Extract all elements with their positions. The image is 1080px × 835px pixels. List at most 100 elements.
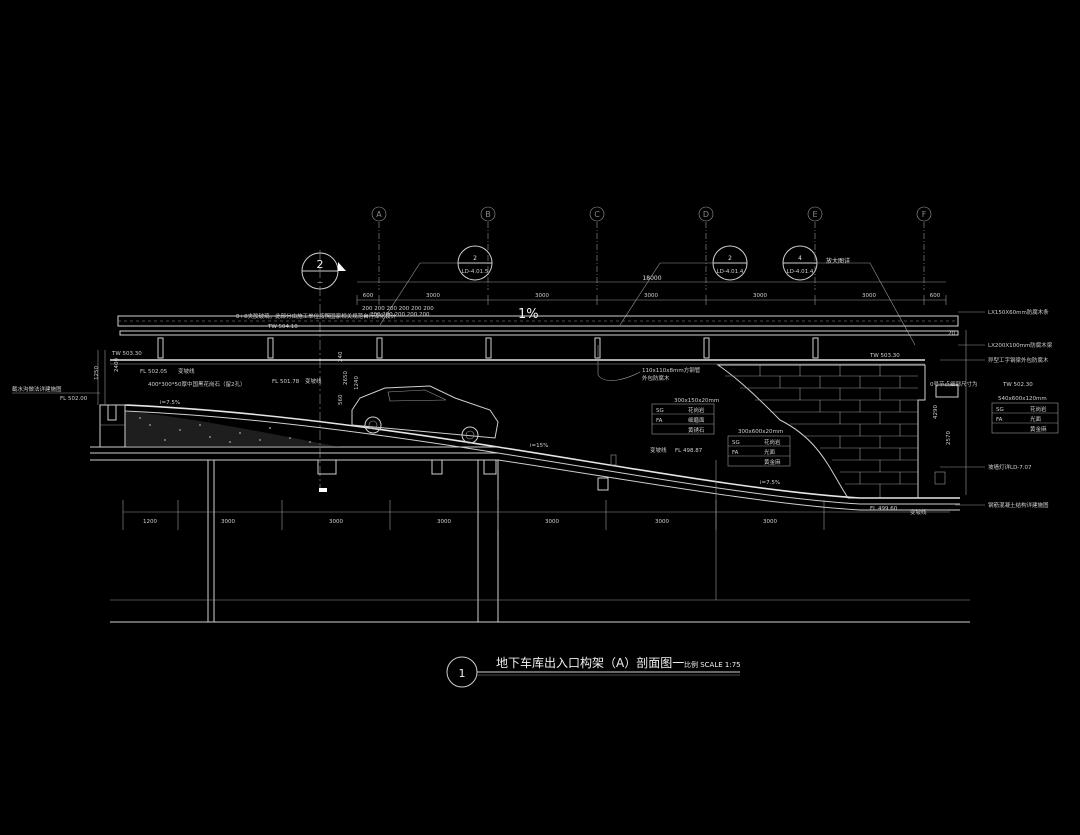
small-dims-2: 200 200 200 200 200 — [370, 312, 430, 318]
axis-C: C — [589, 206, 605, 290]
dim-seg-2: 3000 — [535, 293, 549, 299]
spec-1-r2c1: 黄锈石 — [688, 426, 705, 434]
section-mark: 2 — — [301, 250, 346, 490]
title-block: 1 地下车库出入口构架（A）剖面图一 比例 SCALE 1:75 — [446, 655, 741, 688]
spec-3-r1c1: 光面 — [1030, 415, 1042, 423]
axis-label-f: F — [922, 210, 927, 219]
level-tw-right: TW 503.30 — [869, 353, 900, 359]
spec-2-r1c0: FA — [732, 450, 739, 456]
callouts: 2 LD-4.01.5 2 LD-4.01.4 4 LD-4.01.4 放大图详 — [379, 245, 916, 346]
ramp: i=7.5% i=15% i=7.5% — [90, 400, 960, 511]
dim-seg-3: 3000 — [644, 293, 658, 299]
bdim-3: 3000 — [437, 519, 451, 525]
vdim-2650: 2650 — [343, 371, 349, 385]
right-label-2: 异型工字钢梁外包防腐木 — [988, 356, 1049, 364]
small-dims-1: 200 200 200 200 200 200 — [362, 306, 434, 312]
level-fl-4987: FL 498.87 — [675, 448, 703, 454]
drain-note: 截水沟做法详建施图 — [12, 385, 62, 393]
spec-2-r0c1: 花岗岩 — [764, 438, 781, 446]
level-tw-far: TW 502.30 — [1002, 382, 1033, 388]
slope-1: i=7.5% — [160, 400, 180, 406]
bottom-dimensions: 1200 3000 3000 3000 3000 3000 3000 — [122, 500, 950, 530]
substructure — [110, 454, 970, 623]
level-fl-4996: FL 499.60 — [870, 506, 898, 512]
section-mark-number: 2 — [317, 258, 324, 271]
right-label-3: 坡墙灯详LD-7.07 — [988, 463, 1032, 471]
spec-1-r1c1: 细磨面 — [688, 416, 705, 424]
spec-1-r1c0: FA — [656, 418, 663, 424]
steel-note-0: 110x110x8mm方钢管 — [642, 366, 701, 374]
bdim-5: 3000 — [655, 519, 669, 525]
steel-note: 110x110x8mm方钢管 外包防腐木 — [597, 345, 701, 382]
spec-3-r2c1: 黄金麻 — [1030, 425, 1047, 433]
bdim-4: 3000 — [545, 519, 559, 525]
dim-seg-0: 600 — [363, 293, 374, 299]
callout-3-ref: LD-4.01.4 — [787, 269, 814, 275]
bdim-2: 3000 — [329, 519, 343, 525]
axis-label-d: D — [703, 210, 709, 219]
pergola-roof: 8+8夹胶玻璃，此部分由施工单位按照国家相关规范自行深化设计 200 200 2… — [110, 306, 959, 365]
title-number: 1 — [459, 667, 466, 680]
vdim-560: 560 — [338, 394, 344, 405]
section-mark-sub: — — [317, 279, 323, 286]
dim-seg-5: 3000 — [862, 293, 876, 299]
callout-2-num: 2 — [728, 255, 732, 262]
level-fl-5025: FL 502.05 — [140, 369, 168, 375]
callout-2-ref: LD-4.01.4 — [717, 269, 744, 275]
stone-note: 400*300*50厚中国黑花岗石（留2孔） — [148, 380, 246, 388]
callout-3-num: 4 — [798, 255, 802, 262]
right-label-0: LX150X60mm防腐木条 — [988, 308, 1049, 316]
spec-3-size: 540x600x120mm — [998, 396, 1047, 402]
right-label-4: 钢筋混凝土结构详建施图 — [988, 501, 1049, 509]
title-text: 地下车库出入口构架（A）剖面图一 — [496, 655, 684, 670]
title-scale: 比例 SCALE 1:75 — [684, 660, 741, 669]
spec-1-r0c0: SG — [656, 408, 664, 414]
axis-E: E — [807, 206, 823, 290]
level-fl-left: FL 502.00 — [60, 396, 88, 402]
spec-3-r0c0: SG — [996, 407, 1004, 413]
axis-label-b: B — [485, 210, 491, 219]
bdim-0: 1200 — [143, 519, 157, 525]
level-tw-mid: TW 504.10 — [267, 324, 298, 330]
slope-line-note-1: 变坡线 — [178, 367, 195, 375]
slope-line-note-3: 变坡线 — [650, 446, 667, 454]
spec-table-1: 300x150x20mm SG 花岗岩 FA 细磨面 黄锈石 — [651, 398, 719, 435]
axis-B: B — [480, 206, 496, 290]
axis-label-e: E — [812, 210, 817, 219]
slope-line-note-2: 变坡线 — [305, 377, 322, 385]
vdim-2570: 2570 — [946, 431, 952, 445]
dim-seg-1: 3000 — [426, 293, 440, 299]
spec-3-r1c0: FA — [996, 417, 1003, 423]
enlarge-note: 放大图详 — [826, 257, 850, 265]
level-fl-5017: FL 501.78 — [272, 379, 300, 385]
spec-2-r1c1: 光面 — [764, 448, 776, 456]
axis-A: A — [371, 206, 387, 290]
spec-1-size: 300x150x20mm — [674, 398, 719, 404]
slope-2: i=15% — [530, 443, 548, 449]
brick-wall: 0号节点细部尺寸为 TW 502.30 — [716, 364, 1033, 499]
vdim-2400: 2400 — [114, 358, 120, 372]
slope-top: 1% — [518, 307, 539, 322]
axis-label-c: C — [594, 210, 600, 219]
slope-3: i=7.5% — [760, 480, 780, 486]
right-labels: LX150X60mm防腐木条 LX200X100mm防腐木梁 异型工字钢梁外包防… — [933, 308, 1053, 509]
axis-D: D — [698, 206, 714, 290]
bdim-1: 3000 — [221, 519, 235, 525]
glass-note: 8+8夹胶玻璃，此部分由施工单位按照国家相关规范自行深化设计 — [236, 312, 397, 320]
spec-2-size: 300x600x20mm — [738, 429, 783, 435]
axis-label-a: A — [376, 210, 382, 219]
spec-1-r0c1: 花岗岩 — [688, 406, 705, 414]
svg-text:20: 20 — [948, 331, 955, 337]
steel-note-1: 外包防腐木 — [642, 374, 670, 382]
spec-2-r0c0: SG — [732, 440, 740, 446]
car — [351, 385, 499, 444]
wall-note: 0号节点细部尺寸为 — [930, 380, 978, 388]
dim-seg-4: 3000 — [753, 293, 767, 299]
spec-2-r2c1: 黄金麻 — [764, 458, 781, 466]
dim-seg-6: 600 — [930, 293, 941, 299]
spec-3-r0c1: 花岗岩 — [1030, 405, 1047, 413]
spec-table-2: 300x600x20mm SG 花岗岩 FA 光面 黄金麻 — [727, 429, 791, 467]
callout-1-ref: LD-4.01.5 — [462, 269, 489, 275]
dim-total: 18000 — [642, 275, 661, 282]
